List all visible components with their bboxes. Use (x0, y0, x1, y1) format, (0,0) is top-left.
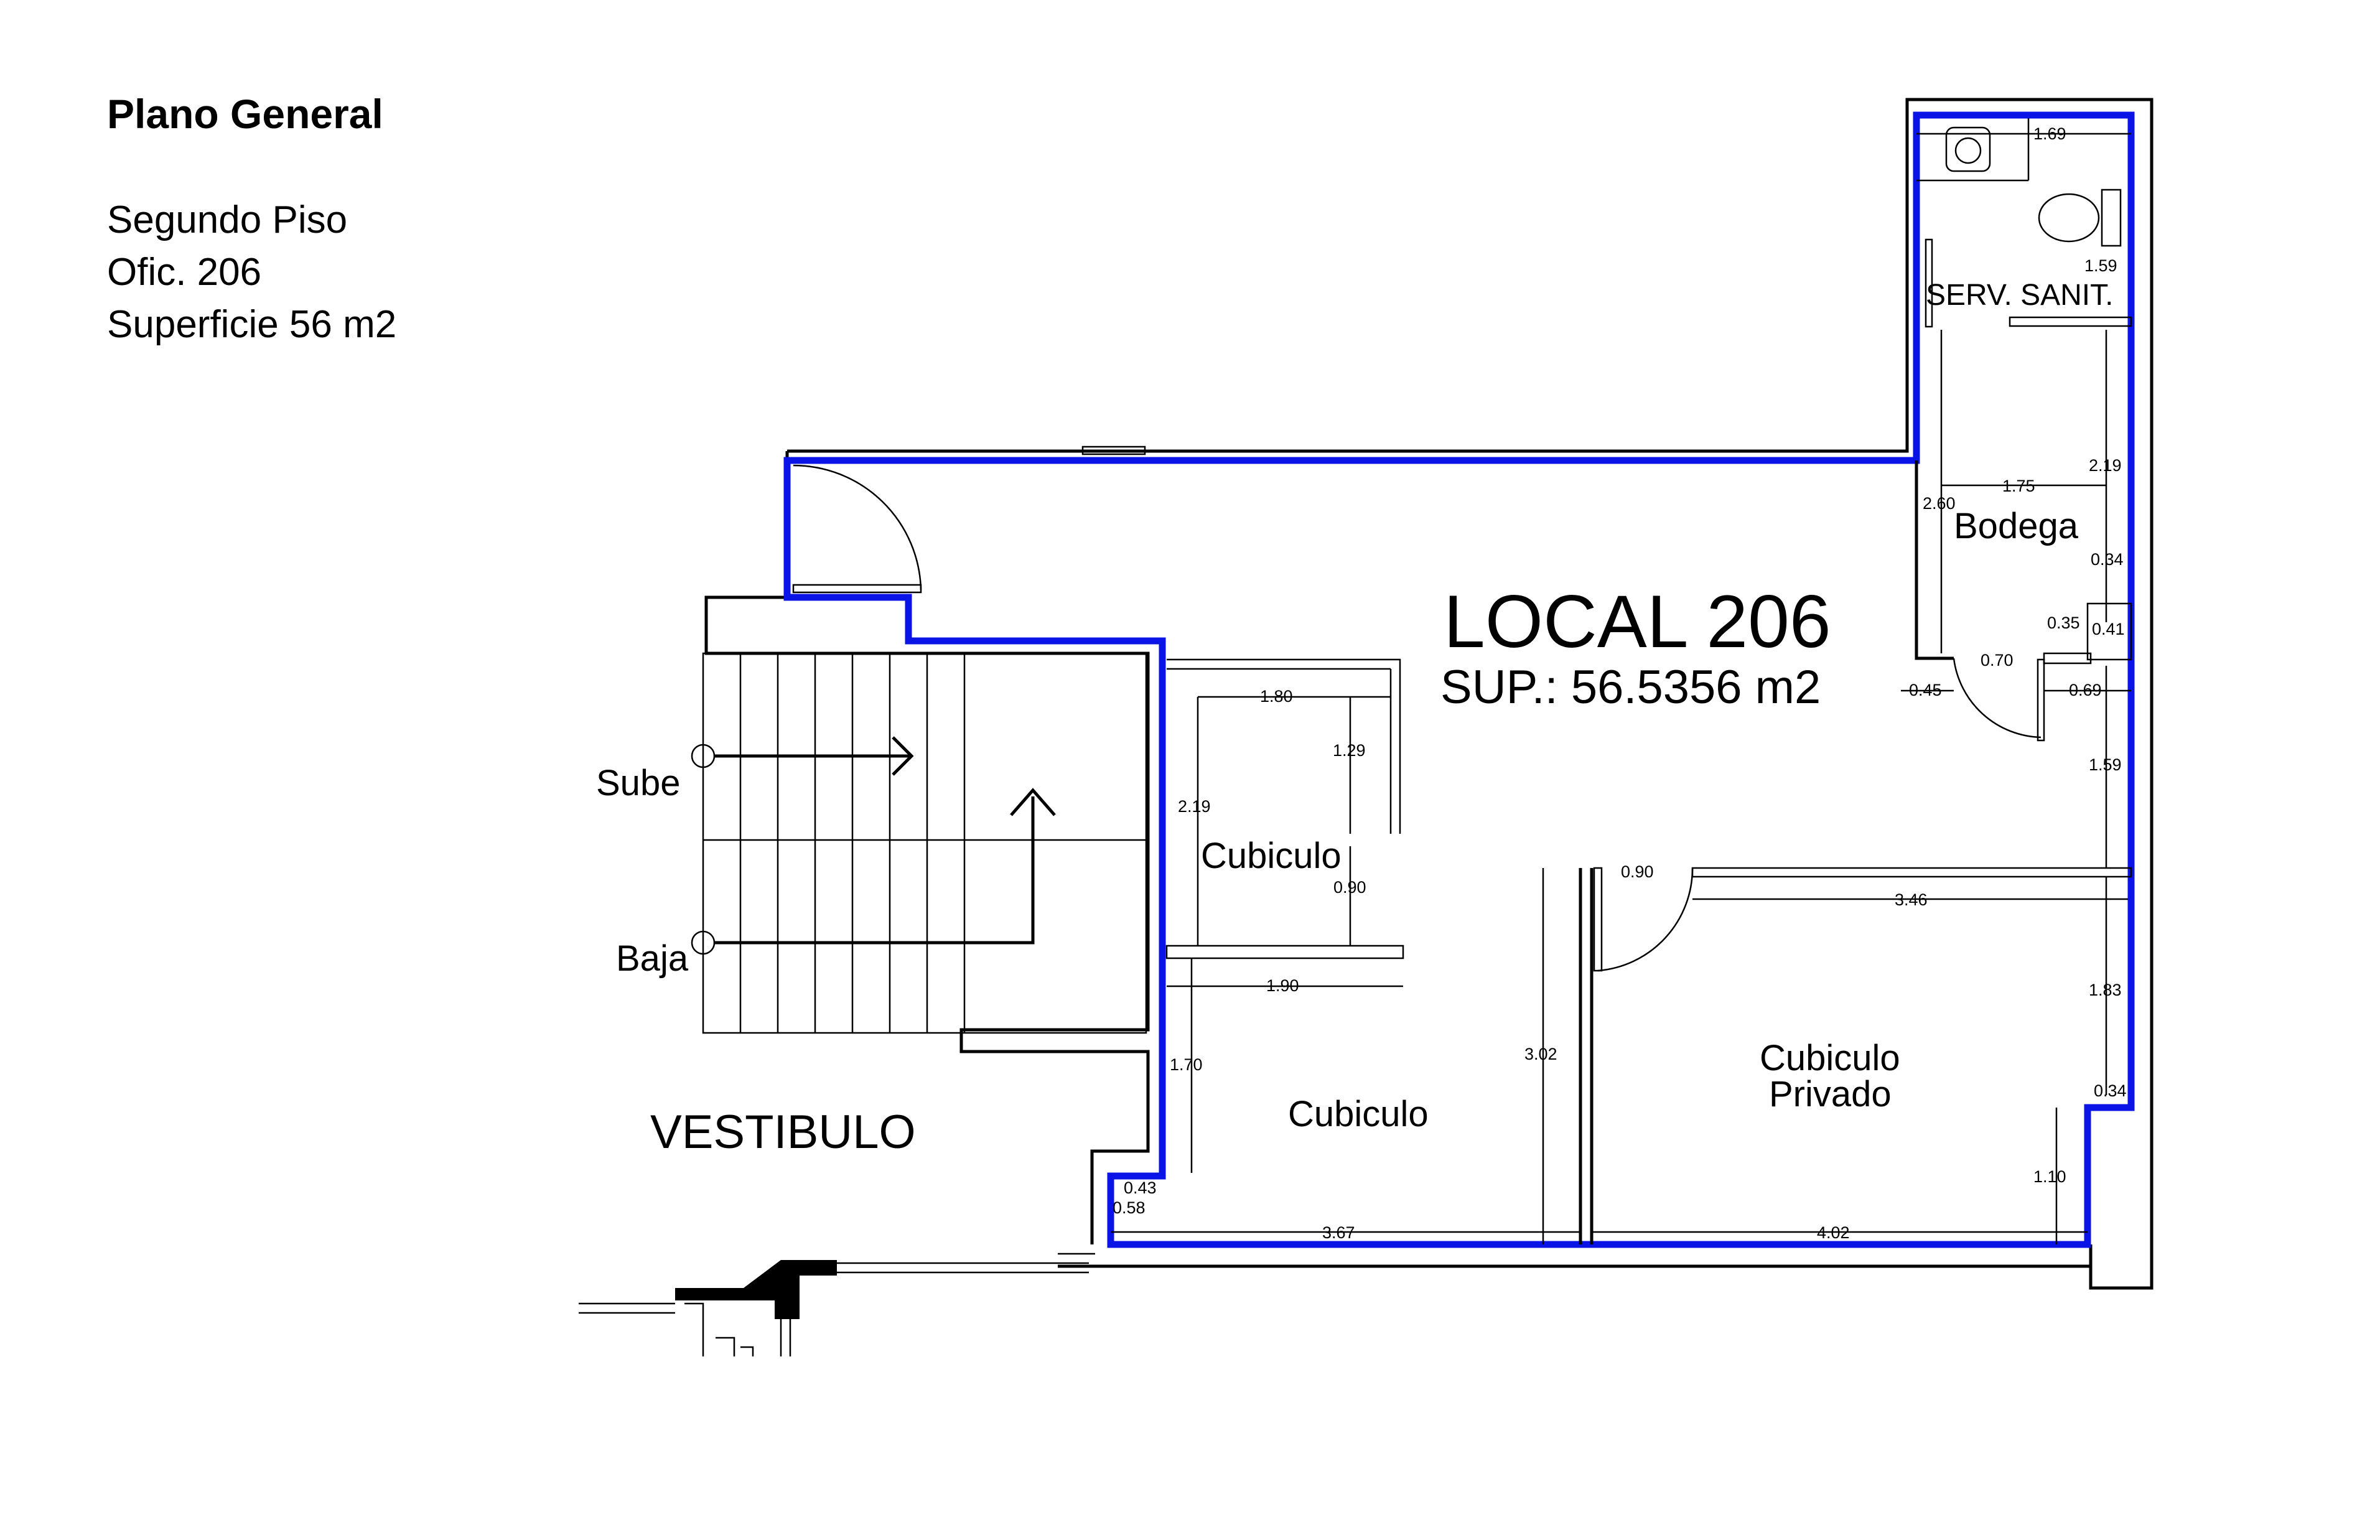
dim-058: 0.58 (1113, 1198, 1146, 1217)
surface-label: Superficie 56 m2 (107, 303, 397, 346)
dim-045: 0.45 (1909, 681, 1942, 699)
dim-070: 0.70 (1981, 651, 2014, 670)
bodega-pillar (2086, 602, 2132, 661)
service-area (1901, 118, 2132, 868)
sink-basin (1954, 137, 1982, 164)
room-cubiculo-lower: Cubiculo (1288, 1094, 1429, 1134)
cubiculo-upper-wall (1167, 658, 1401, 834)
dim-159: 1.59 (2089, 755, 2122, 774)
door-swing-arc (793, 464, 922, 590)
sink-fixture (1945, 126, 1991, 172)
stair-baja-label: Baja (616, 938, 689, 979)
room-cubiculo-upper: Cubiculo (1201, 836, 1342, 876)
office-label: Ofic. 206 (107, 251, 262, 294)
staircase (691, 652, 1147, 1034)
dim-346: 3.46 (1895, 890, 1928, 909)
plan-title: Plano General (107, 91, 383, 137)
dim-169: 1.69 (2033, 124, 2066, 143)
exterior-details (579, 1260, 1089, 1356)
unit-title: LOCAL 206 (1444, 580, 1831, 663)
room-serv-sanit: SERV. SANIT. (1926, 279, 2113, 312)
dim-035: 0.35 (2047, 614, 2080, 632)
privado-door-arc (1597, 867, 1694, 972)
exterior-column-icon (675, 1260, 837, 1319)
unit-206-outline (783, 111, 2135, 1248)
baja-arrow-line (714, 796, 1035, 945)
dim-110: 1.10 (2033, 1167, 2066, 1186)
dim-183: 1.83 (2089, 981, 2122, 999)
dim-190: 1.90 (1266, 976, 1299, 995)
toilet-bowl (2038, 193, 2100, 243)
plan-info-block: Plano General Segundo Piso Ofic. 206 Sup… (107, 93, 396, 351)
privado-door-leaf (1593, 867, 1603, 972)
sube-arrowhead-icon (892, 736, 914, 776)
unit-area: SUP.: 56.5356 m2 (1440, 661, 1821, 714)
dim-180: 1.80 (1260, 687, 1293, 706)
entrance-door (792, 464, 922, 594)
stair-outline (702, 652, 1147, 1034)
room-cubiculo-privado-1: Cubiculo (1760, 1038, 1900, 1078)
dim-219-bodega: 2.19 (2089, 456, 2122, 475)
room-vestibulo: VESTIBULO (650, 1106, 916, 1159)
dim-170: 1.70 (1170, 1055, 1203, 1074)
floor-label: Segundo Piso (107, 198, 348, 241)
dim-219-cubiculo: 2.19 (1178, 797, 1211, 816)
door-leaf (792, 584, 922, 594)
cubiculo-upper-partitions (1165, 658, 1404, 1173)
dim-069: 0.69 (2069, 681, 2102, 699)
dim-367: 3.67 (1322, 1223, 1355, 1242)
stair-treads (739, 653, 966, 1033)
outer-walls (704, 98, 2154, 1290)
cubiculo-upper-bottom-wall (1165, 945, 1404, 959)
bodega-door-frame (2043, 652, 2092, 665)
bodega-door-arc (1953, 658, 2042, 739)
room-labels: LOCAL 206 SUP.: 56.5356 m2 SERV. SANIT. … (596, 279, 2113, 1159)
room-cubiculo-privado-2: Privado (1769, 1074, 1892, 1114)
dim-260: 2.60 (1923, 494, 1956, 513)
dim-034-bodega: 0.34 (2091, 550, 2124, 569)
dimension-labels: 1.69 1.59 1.75 2.19 2.60 0.34 0.35 0.41 … (1113, 124, 2127, 1242)
room-bodega: Bodega (1954, 506, 2079, 546)
dim-041: 0.41 (2092, 620, 2125, 638)
dim-129: 1.29 (1333, 741, 1366, 760)
dim-159-bath: 1.59 (2084, 256, 2117, 275)
dim-175: 1.75 (2002, 477, 2035, 495)
bodega-door-leaf (2037, 658, 2045, 742)
baja-arrowhead-icon (1010, 788, 1056, 816)
dim-090-door: 0.90 (1621, 862, 1654, 881)
outer-wall-left (704, 451, 1150, 1244)
cubiculo-privado-partitions (1111, 867, 2132, 1244)
window-top (1081, 446, 1146, 455)
dim-402: 4.02 (1817, 1223, 1850, 1242)
dim-302: 3.02 (1524, 1045, 1557, 1063)
toilet-tank (2101, 189, 2122, 247)
dim-090-cubiculo: 0.90 (1333, 878, 1366, 897)
bath-bottom-wall (2009, 316, 2132, 327)
bodega-left-wall (1915, 460, 1954, 660)
stair-sube-label: Sube (596, 763, 680, 803)
dim-043: 0.43 (1124, 1178, 1157, 1197)
bath-door-leaf (1925, 238, 1933, 328)
dim-034-privado: 0.34 (2094, 1081, 2127, 1100)
outer-wall-main (787, 98, 2154, 1290)
privado-top-wall (1691, 867, 2132, 878)
